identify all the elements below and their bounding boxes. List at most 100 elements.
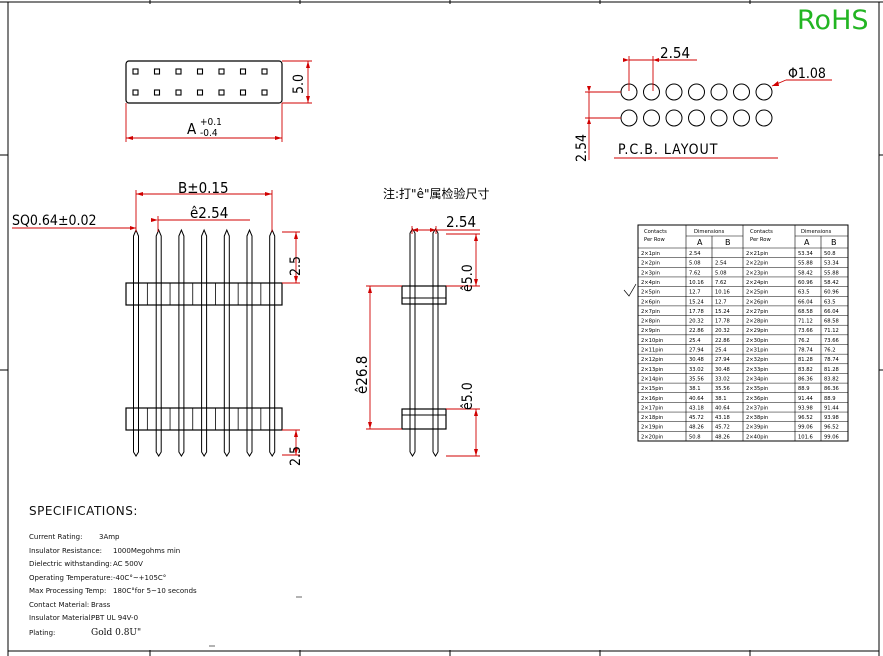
table-cell: 22.86 (689, 328, 704, 334)
table-cell: 2×19pin (641, 425, 663, 431)
front-top-len-label: 2.5 (288, 256, 304, 276)
table-cell: 96.52 (824, 425, 839, 431)
table-cell: 2.54 (689, 251, 701, 257)
table-cell: 25.4 (715, 348, 727, 354)
table-cell: 68.58 (798, 309, 813, 315)
table-cell: 22.86 (715, 338, 730, 344)
table-cell: 2×38pin (746, 415, 768, 421)
table-cell: 93.98 (798, 405, 813, 411)
top-view: 5.0 A +0.1 -0.4 (125, 60, 312, 142)
table-cell: 33.02 (689, 367, 704, 373)
spec-value: Brass (91, 600, 111, 609)
top-pin-square (261, 68, 268, 75)
table-cell: 38.1 (689, 386, 701, 392)
table-cell: 17.78 (715, 319, 730, 325)
pcb-layout: 2.54 2.54 Φ1.08 P.C.B. LAYOUT (574, 44, 832, 162)
table-cell: 2×23pin (746, 270, 768, 276)
table-cell: 2×7pin (641, 309, 660, 315)
dimensions-table: Contacts Per Row Dimensions A B Contacts… (637, 224, 849, 442)
table-cell: 2×3pin (641, 270, 660, 276)
top-pin-square (261, 89, 268, 96)
top-pin-square (196, 89, 204, 96)
table-cell: 20.32 (689, 319, 704, 325)
table-cell: 86.36 (798, 376, 813, 382)
table-cell: 78.74 (798, 348, 814, 354)
tbl-a-l: A (697, 238, 703, 247)
spec-label: Insulator Resistance: (29, 546, 103, 555)
top-tol-minus: -0.4 (200, 128, 218, 139)
pcb-hole (643, 83, 660, 101)
table-cell: 2×8pin (641, 319, 660, 325)
table-cell: 66.04 (824, 309, 840, 315)
spec-value: Gold 0.8U" (91, 627, 142, 638)
spec-value: AC 500V (113, 560, 143, 568)
table-cell: 2×21pin (746, 251, 768, 257)
table-cell: 33.02 (715, 376, 730, 382)
table-cell: 76.2 (824, 348, 836, 354)
tbl-a-r: A (804, 238, 810, 247)
table-cell: 2×2pin (641, 261, 660, 267)
table-cell: 99.06 (824, 434, 839, 440)
pcb-hole (688, 83, 705, 101)
table-cell: 2×13pin (641, 367, 663, 373)
table-cell: 45.72 (689, 415, 704, 421)
table-cell: 43.18 (689, 405, 704, 411)
front-pin (201, 228, 208, 457)
side-lower-label: ê5.0 (460, 382, 476, 410)
table-cell: 50.8 (824, 251, 836, 257)
table-cell: 81.28 (798, 357, 813, 363)
table-cell: 2×37pin (746, 405, 768, 411)
pcb-hole (620, 109, 638, 127)
top-pin-square (153, 68, 161, 75)
top-length-label: A (187, 120, 197, 138)
top-pin-square (218, 68, 225, 75)
table-cell: 30.48 (715, 367, 730, 373)
table-cell: 101.6 (798, 434, 813, 440)
table-cell: 86.36 (824, 386, 839, 392)
rohs-label: RoHS (797, 5, 869, 36)
table-cell: 2×22pin (746, 261, 768, 267)
front-width-label: B±0.15 (178, 179, 229, 197)
table-cell: 35.56 (715, 386, 730, 392)
table-cell: 2×28pin (746, 319, 768, 325)
spec-row: Plating:Gold 0.8U" (29, 628, 141, 638)
table-cell: 55.88 (798, 261, 813, 267)
pcb-hole (665, 83, 683, 101)
spec-label: Dielectric withstanding: (29, 560, 112, 568)
table-cell: 53.34 (824, 261, 840, 267)
table-cell: 2×20pin (641, 434, 663, 440)
inspection-note: 注:打"ê"属检验尺寸 (383, 186, 489, 201)
spec-label: Current Rating: (29, 533, 83, 541)
table-cell: 40.64 (689, 396, 705, 402)
tbl-perrow-r: Per Row (750, 237, 771, 243)
front-view: B±0.15 ê2.54 SQ0.64±0.02 2.5 2.5 (12, 179, 304, 466)
side-pitch-label: 2.54 (446, 213, 476, 231)
spec-row: Dielectric withstanding:AC 500V (29, 560, 143, 568)
spec-value: 1000Megohms min (113, 546, 181, 555)
table-cell: 73.66 (798, 328, 813, 334)
table-cell: 2×31pin (746, 348, 768, 354)
table-cell: 2×33pin (746, 367, 768, 373)
top-tol-plus: +0.1 (200, 117, 222, 128)
pcb-hole (733, 109, 750, 127)
table-cell: 2×12pin (641, 357, 663, 363)
table-cell: 2.54 (715, 261, 727, 267)
table-cell: 27.94 (689, 348, 705, 354)
spec-row: Operating Temperature:-40C°~+105C° (29, 574, 166, 582)
table-cell: 96.52 (798, 415, 813, 421)
top-height-label: 5.0 (291, 74, 307, 94)
top-pin-square (153, 89, 161, 96)
table-cell: 83.82 (824, 376, 839, 382)
table-cell: 25.4 (689, 338, 701, 344)
table-cell: 2×39pin (746, 425, 768, 431)
table-cell: 7.62 (715, 280, 727, 286)
tbl-contacts-r: Contacts (750, 229, 773, 235)
table-cell: 5.08 (715, 270, 727, 276)
table-cell: 20.32 (715, 328, 730, 334)
spec-label: Max Processing Temp: (29, 587, 107, 595)
table-cell: 2×9pin (641, 328, 660, 334)
table-cell: 2×24pin (746, 280, 768, 286)
table-cell: 2×32pin (746, 357, 768, 363)
